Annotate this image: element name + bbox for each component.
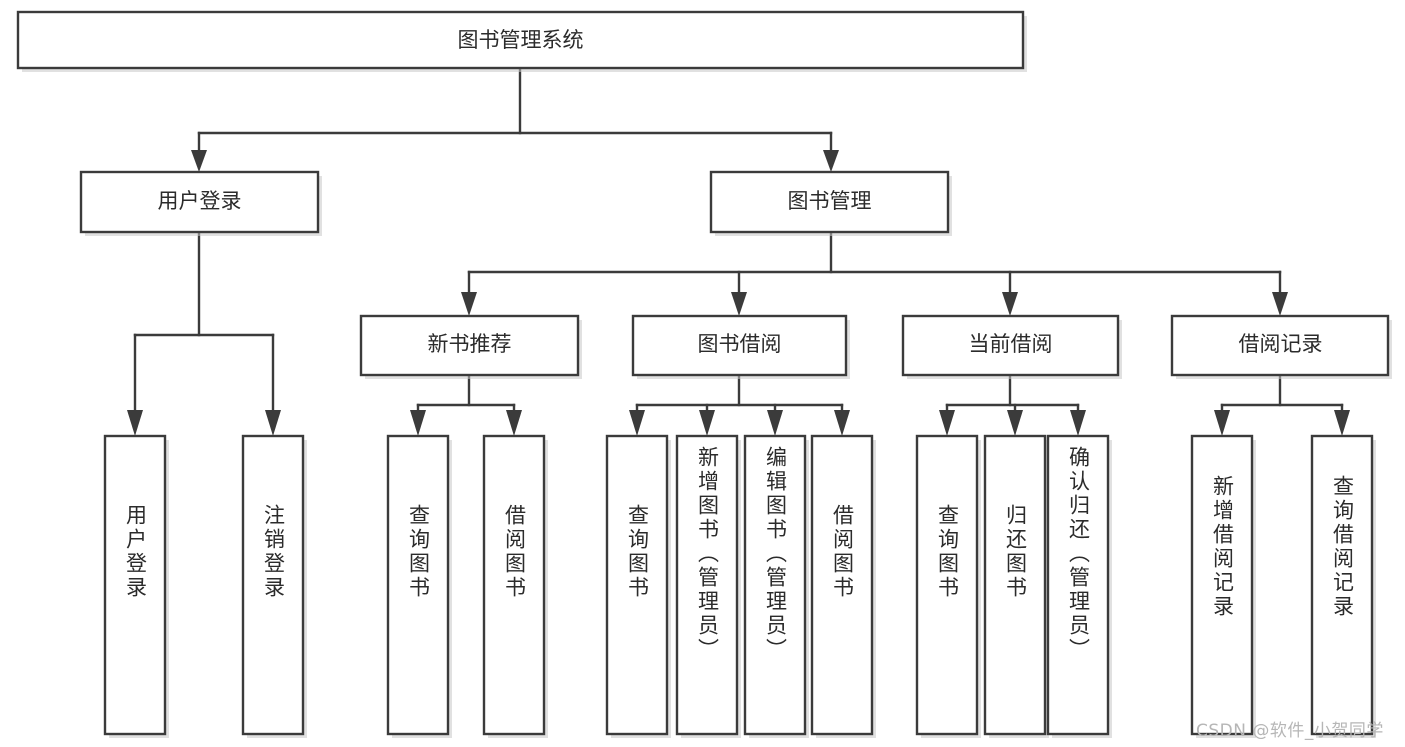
arrowhead-leaf-return-book [1007, 410, 1023, 436]
leaf-borrow-book-rect[interactable] [810, 434, 874, 736]
node-book-borrow-rect [631, 314, 848, 377]
node-user-login-label: 用户登录 [158, 189, 242, 213]
leaf-add-book-admin-rect[interactable] [675, 434, 739, 736]
leaf-logout-rect[interactable] [241, 434, 305, 736]
arrowhead-user-login [191, 150, 207, 172]
leaf-add-borrow-record-rect[interactable] [1190, 434, 1254, 736]
arrowhead-leaf-query-book-recommend [410, 410, 426, 436]
node-root-rect [16, 10, 1025, 70]
arrowhead-borrow-record [1272, 292, 1288, 316]
node-book-borrow-label: 图书借阅 [698, 332, 782, 356]
node-borrow-record[interactable]: 借阅记录 [1170, 314, 1392, 379]
node-user-login-rect [79, 170, 320, 234]
arrowhead-leaf-add-book-admin [699, 410, 715, 436]
arrowhead-leaf-query-borrow-record [1334, 410, 1350, 436]
arrowhead-new-book-recommend [461, 292, 477, 316]
arrowhead-book-management [823, 150, 839, 172]
arrowhead-leaf-borrow-book-recommend [506, 410, 522, 436]
arrowhead-leaf-user-login [127, 410, 143, 436]
leaf-query-book-borrow-rect[interactable] [605, 434, 669, 736]
leaf-query-borrow-record-rect[interactable] [1310, 434, 1374, 736]
node-borrow-record-label: 借阅记录 [1239, 332, 1323, 356]
node-user-login[interactable]: 用户登录 [79, 170, 322, 236]
arrowhead-current-borrow [1002, 292, 1018, 316]
leaf-user-login-rect[interactable] [103, 434, 167, 736]
arrowhead-leaf-logout [265, 410, 281, 436]
leaf-edit-book-admin-rect[interactable] [743, 434, 807, 736]
arrowhead-leaf-confirm-return-admin [1070, 410, 1086, 436]
connector-layer [127, 66, 1350, 436]
node-book-borrow[interactable]: 图书借阅 [631, 314, 850, 379]
node-root-label: 图书管理系统 [458, 28, 584, 52]
node-book-management[interactable]: 图书管理 [709, 170, 952, 236]
csdn-watermark: CSDN @软件_小贺同学 [1196, 721, 1384, 741]
node-layer: 图书管理系统 用户登录 图书管理 新书推荐 [16, 10, 1392, 738]
node-current-borrow[interactable]: 当前借阅 [901, 314, 1122, 379]
node-root[interactable]: 图书管理系统 [16, 10, 1027, 72]
leaf-confirm-return-admin-rect[interactable] [1046, 434, 1110, 736]
arrowhead-leaf-edit-book-admin [767, 410, 783, 436]
node-new-book-recommend[interactable]: 新书推荐 [359, 314, 582, 379]
leaf-boxes [103, 434, 1376, 738]
leaf-query-book-recommend-rect[interactable] [386, 434, 450, 736]
arrowhead-book-borrow [731, 292, 747, 316]
leaf-borrow-book-recommend-rect[interactable] [482, 434, 546, 736]
node-borrow-record-rect [1170, 314, 1390, 377]
arrowhead-leaf-query-book-current [939, 410, 955, 436]
leaf-return-book-rect[interactable] [983, 434, 1047, 736]
node-new-book-recommend-label: 新书推荐 [428, 332, 512, 356]
node-book-management-label: 图书管理 [788, 189, 872, 213]
arrowhead-leaf-query-book-borrow [629, 410, 645, 436]
node-book-management-rect [709, 170, 950, 234]
node-current-borrow-rect [901, 314, 1120, 377]
leaf-query-book-current-rect[interactable] [915, 434, 979, 736]
arrowhead-leaf-borrow-book [834, 410, 850, 436]
node-current-borrow-label: 当前借阅 [969, 332, 1053, 356]
arrowhead-leaf-add-borrow-record [1214, 410, 1230, 436]
node-new-book-recommend-rect [359, 314, 580, 377]
